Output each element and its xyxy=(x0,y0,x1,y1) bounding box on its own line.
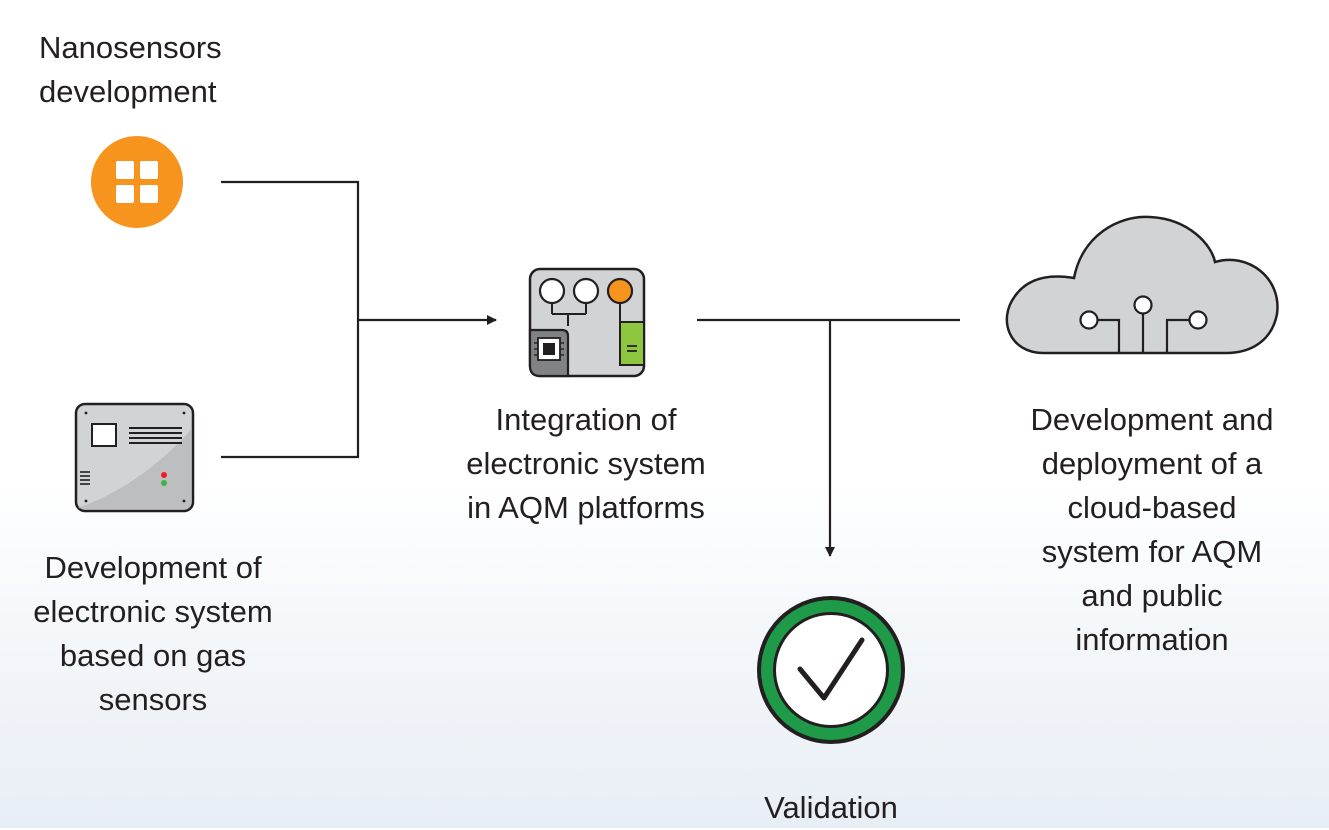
nanosensors-label-line2: development xyxy=(39,74,217,109)
connector-nanosensors xyxy=(221,180,360,320)
integration-label-line3: in AQM platforms xyxy=(467,490,705,525)
connector-electronic-system xyxy=(221,320,360,459)
orange-grid-circle-icon xyxy=(91,136,183,228)
integration-label-line2: electronic system xyxy=(466,446,706,481)
nanosensors-label: Nanosensors development xyxy=(39,26,222,114)
electronic-system-label: Development of electronic system based o… xyxy=(3,546,303,722)
integration-label-line1: Integration of xyxy=(495,402,677,437)
integration-label: Integration of electronic system in AQM … xyxy=(436,398,736,530)
cloud-label-line6: information xyxy=(1075,622,1229,657)
nanosensors-label-line1: Nanosensors xyxy=(39,30,222,65)
checkmark-circle-icon xyxy=(757,596,905,744)
cloud-label: Development and deployment of a cloud-ba… xyxy=(997,398,1307,662)
cloud-label-line3: cloud-based xyxy=(1067,490,1237,525)
electronic-device-box-icon xyxy=(74,402,195,513)
cloud-label-line2: deployment of a xyxy=(1041,446,1263,481)
circuit-board-icon xyxy=(528,267,646,378)
cloud-label-line5: and public xyxy=(1081,578,1223,613)
electronic-system-label-line1: Development of xyxy=(44,550,262,585)
validation-label: Validation xyxy=(731,786,931,830)
cloud-label-line1: Development and xyxy=(1030,402,1274,437)
electronic-system-label-line2: electronic system xyxy=(33,594,273,629)
cloud-network-icon xyxy=(1005,215,1279,355)
validation-label-text: Validation xyxy=(764,790,898,825)
connector-lines xyxy=(221,180,960,557)
cloud-label-line4: system for AQM xyxy=(1041,534,1263,569)
electronic-system-label-line4: sensors xyxy=(98,682,208,717)
electronic-system-label-line3: based on gas xyxy=(59,638,247,673)
